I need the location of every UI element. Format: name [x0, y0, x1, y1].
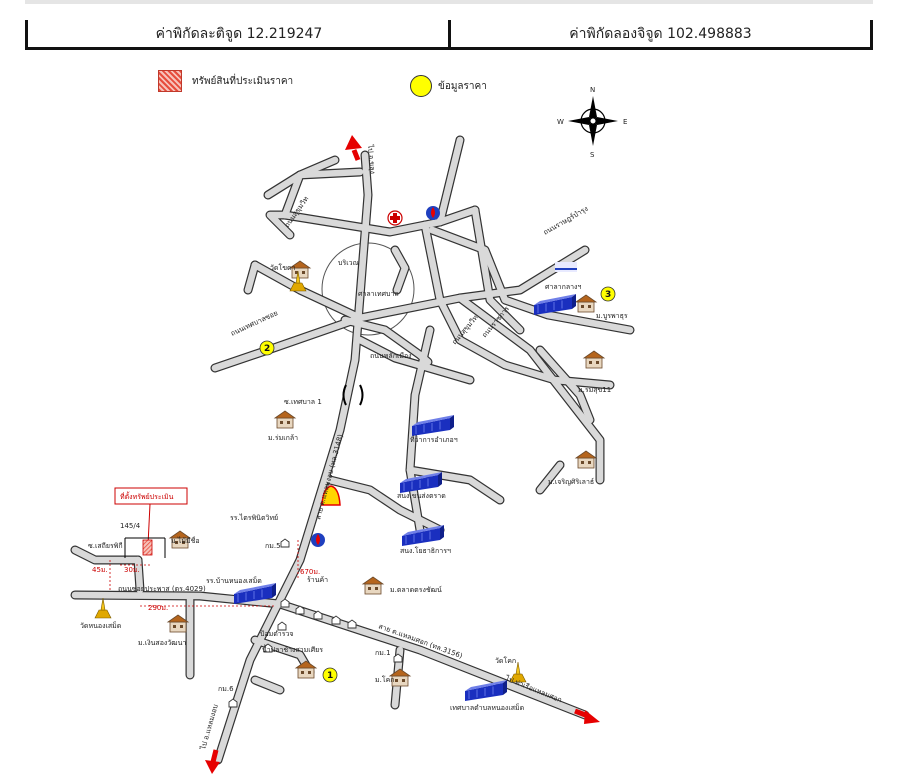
shophouse-icon	[347, 619, 357, 629]
map-label: ศาลาเทศบาล	[358, 290, 399, 298]
map-label: ม.ตลาดตรงชัฒน์	[390, 586, 442, 594]
map-label: 670ม.	[300, 568, 320, 576]
map-label: สนง.โยธาธิการฯ	[400, 546, 451, 555]
house-icon	[167, 614, 189, 633]
map-label: สนง.ขนส่งตราด	[397, 492, 446, 500]
map-label: กม.1	[375, 649, 391, 657]
map-label: ไป อ.แหลมงอบ	[198, 703, 220, 751]
map-label: ถนนราษฎร์บำรุง	[542, 205, 589, 237]
map-label: 30ม.	[124, 566, 140, 574]
compass-icon: N S E W	[557, 86, 627, 159]
arrow-south-icon	[205, 749, 220, 774]
hatch-swatch-icon	[158, 70, 182, 92]
house-icon	[295, 660, 317, 679]
arrow-north-icon	[345, 135, 362, 161]
house-icon	[583, 350, 605, 369]
map-label: บริเวณ	[338, 259, 360, 267]
map-label: ม.ไม้มีชื่อ	[171, 536, 200, 545]
map-label: ถนนซอยประพาส (ตร.4029)	[118, 585, 206, 593]
map-label: กม.6	[218, 685, 234, 693]
house-icon	[274, 410, 296, 429]
map-label: รร.บ้านหนองเสม็ด	[206, 576, 262, 585]
building-icon	[464, 679, 508, 702]
map-label: ซ.เทศบาล 1	[284, 398, 322, 406]
price-marker-3: 3	[600, 286, 616, 302]
map-label: ศาลากลางฯ	[545, 283, 581, 291]
yellow-dot-icon	[410, 75, 432, 97]
top-divider	[25, 0, 873, 4]
arrow-east-icon	[574, 708, 600, 724]
map-labels: ไป อ.ขลุง ไป อ.แหลมงอบ ไป ท่าเรือแหลมศอก…	[80, 143, 628, 751]
shell-station-icon	[321, 485, 341, 506]
map-label: ม.เงินสองวัฒนา	[138, 639, 186, 647]
map-label: วัดโคก	[495, 656, 516, 665]
map-label: 290ม.	[148, 604, 168, 612]
map-label: N	[590, 86, 595, 94]
gas-station-icon	[311, 533, 325, 547]
map-label: 1	[327, 671, 333, 681]
legend-price: ข้อมูลราคา	[410, 75, 487, 97]
map-label: ร้านค้า	[307, 576, 328, 584]
bridge-icon	[342, 384, 364, 406]
map-label: ม.เจริญศิริเลาธ์	[548, 478, 594, 486]
temple-icon	[94, 597, 112, 619]
map-label: 3	[605, 290, 611, 300]
map-label: ป้อมตำรวจ	[260, 630, 294, 638]
shophouse-icon	[277, 621, 287, 631]
map-label: ถนนหลักเมือง	[370, 352, 412, 360]
price-marker-2: 2	[259, 340, 275, 356]
map-label: ถนนเทศบาลซอย	[229, 309, 279, 338]
map-label: วัดหนองเสม็ด	[80, 621, 121, 630]
longitude-label: ค่าพิกัดลองจิจูด 102.498883	[569, 25, 752, 42]
map-label: รร.ไตรพินิตวิทย์	[230, 513, 278, 522]
map-label: วัดโขดา	[270, 263, 296, 272]
logo-icon	[555, 262, 577, 272]
map-label: ไป อ.ขลุง	[366, 143, 378, 174]
map-label: ม.บูรพาธุร	[596, 312, 628, 320]
road-network	[70, 135, 635, 765]
map-label: ม.โคก	[375, 675, 395, 684]
map-label: น้ำปลาช้างสามเศียร	[262, 643, 323, 654]
map-label: 45ม.	[92, 566, 108, 574]
building-icon	[411, 414, 455, 437]
shophouse-icon	[280, 538, 290, 548]
legend-property: ทรัพย์สินที่ประเมินราคา	[158, 70, 293, 92]
legend-property-label: ทรัพย์สินที่ประเมินราคา	[192, 75, 294, 87]
hospital-icon	[387, 210, 403, 226]
map-label: 2	[264, 344, 270, 354]
map-label: S	[590, 151, 595, 159]
map-label: เทศบาลตำบลหนองเสม็ด	[450, 703, 524, 712]
house-icon	[362, 576, 384, 595]
house-icon	[575, 294, 597, 313]
gas-station-icon	[426, 206, 440, 220]
map-label: ที่ตั้งทรัพย์ประเมิน	[120, 490, 174, 501]
latitude-label: ค่าพิกัดละติจูด 12.219247	[155, 25, 323, 42]
price-marker-1: 1	[322, 667, 338, 683]
map-label: สาย ต.แหลมงอบ (ทล.3148)	[314, 433, 345, 520]
map-label: ที่ว่าการอำเภอฯ	[410, 435, 458, 444]
map-label: ซ.เสถียรพิกี	[88, 542, 123, 550]
map-label: ม.ร่มเกล้า	[268, 434, 298, 442]
map-label: E	[623, 118, 627, 126]
house-icon	[575, 450, 597, 469]
longitude-box: ค่าพิกัดลองจิจูด 102.498883	[448, 20, 873, 50]
map-label: 145/4	[120, 522, 141, 530]
legend-price-label: ข้อมูลราคา	[438, 80, 487, 92]
map-label: ม.ร่มสุข11	[578, 386, 611, 394]
map-label: W	[557, 118, 564, 126]
subject-property-marker: ที่ตั้งทรัพย์ประเมิน	[109, 487, 299, 607]
latitude-box: ค่าพิกัดละติจูด 12.219247	[25, 20, 450, 50]
map-label: กม.5	[265, 542, 281, 550]
